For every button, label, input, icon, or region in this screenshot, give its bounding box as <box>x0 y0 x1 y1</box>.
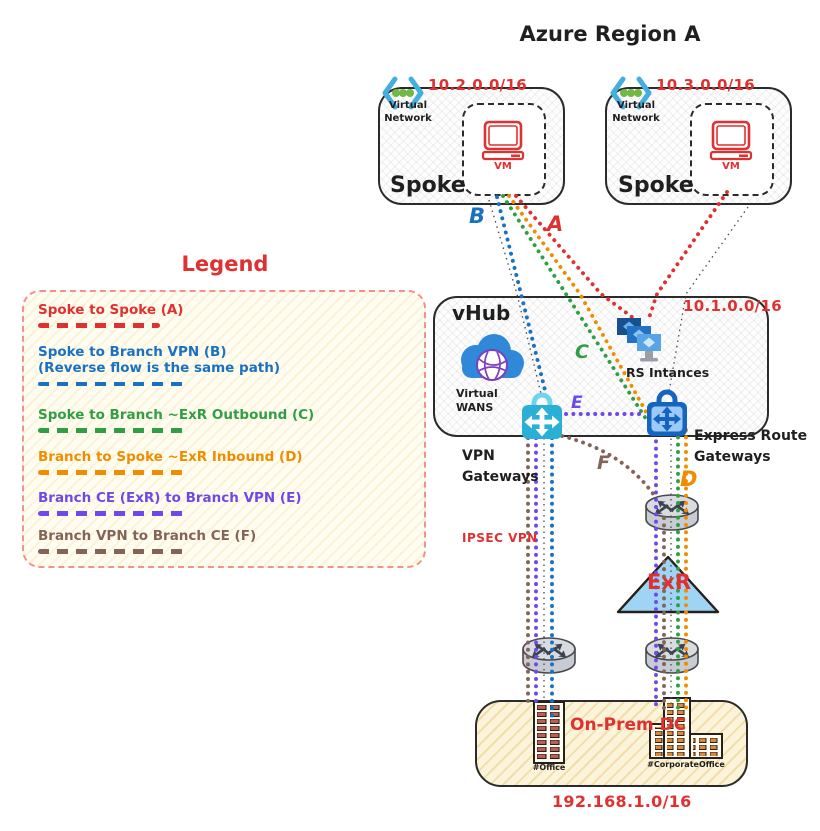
office-label: #Office <box>532 763 566 772</box>
spoke2-vnet-label: Virtual Network <box>612 100 660 124</box>
expressroute-gateways-label: Express Route Gateways <box>694 428 808 465</box>
router-icon-bottom-left <box>520 633 578 679</box>
spoke1-vm-label: VM <box>494 161 512 172</box>
legend-item-c-text: Spoke to Branch ~ExR Outbound (C) <box>38 407 315 423</box>
legend-item-b-dash <box>38 381 184 387</box>
legend-title: Legend <box>181 252 269 276</box>
legend-item-c: Spoke to Branch ~ExR Outbound (C) <box>38 407 414 433</box>
legend-item-b-text2: (Reverse flow is the same path) <box>38 360 281 377</box>
vm-icon-2 <box>706 120 756 162</box>
spoke2-label: Spoke <box>618 173 694 198</box>
vhub-label: vHub <box>452 301 511 325</box>
vm-icon-1 <box>478 120 528 162</box>
expressroute-gateway-icon <box>646 389 688 437</box>
corporate-office-label: #CorporateOffice <box>647 760 725 769</box>
flow-label-d: D <box>680 467 698 491</box>
legend-item-b-text: Spoke to Branch VPN (B) <box>38 344 227 360</box>
office-building-icon <box>532 701 566 765</box>
legend-item-a-text: Spoke to Spoke (A) <box>38 302 184 318</box>
legend-item-a: Spoke to Spoke (A) <box>38 302 414 328</box>
onprem-dc-box <box>475 700 748 787</box>
legend-item-a-dash <box>38 323 160 328</box>
virtual-network-icon-1 <box>381 76 425 110</box>
virtual-network-icon-2 <box>609 76 653 110</box>
virtual-wan-label: Virtual WANS <box>456 387 498 414</box>
vhub-cidr: 10.1.0.0/16 <box>683 297 782 315</box>
legend-item-f: Branch VPN to Branch CE (F) <box>38 528 414 554</box>
flow-label-c: C <box>575 341 589 363</box>
legend-item-d-text: Branch to Spoke ~ExR Inbound (D) <box>38 449 303 465</box>
spoke2-cidr: 10.3.0.0/16 <box>656 76 755 94</box>
exr-triangle-label: ExR <box>646 570 692 594</box>
legend-content: Spoke to Spoke (A) Spoke to Branch VPN (… <box>22 290 426 568</box>
spoke1-cidr: 10.2.0.0/16 <box>428 76 527 94</box>
page-title: Azure Region A <box>519 22 701 46</box>
onprem-dc-label: On-Prem DC <box>570 715 687 735</box>
spoke1-vnet-label: Virtual Network <box>384 100 432 124</box>
legend-item-f-dash <box>38 549 184 554</box>
onprem-cidr: 192.168.1.0/16 <box>552 792 692 811</box>
vpn-gateway-icon <box>521 391 563 441</box>
legend-item-c-dash <box>38 428 184 433</box>
spoke1-label: Spoke <box>390 173 466 198</box>
flow-label-e: E <box>571 393 583 413</box>
virtual-wan-icon <box>452 330 530 388</box>
flow-label-b: B <box>469 204 486 228</box>
legend-item-e-dash <box>38 511 184 516</box>
legend-item-f-text: Branch VPN to Branch CE (F) <box>38 528 257 544</box>
route-server-label: RS Intances <box>626 365 710 380</box>
legend-item-d: Branch to Spoke ~ExR Inbound (D) <box>38 449 414 475</box>
legend-item-b: Spoke to Branch VPN (B) (Reverse flow is… <box>38 344 414 387</box>
ipsec-vpn-label: IPSEC VPN <box>462 531 538 545</box>
legend-item-d-dash <box>38 470 184 475</box>
flow-label-f: F <box>597 452 610 474</box>
router-icon-top <box>643 490 701 536</box>
legend-item-e-text: Branch CE (ExR) to Branch VPN (E) <box>38 490 302 506</box>
router-icon-bottom-right <box>643 633 701 679</box>
legend-item-e: Branch CE (ExR) to Branch VPN (E) <box>38 490 414 516</box>
vpn-gateways-label: VPN Gateways <box>462 448 539 485</box>
exr-circuit-triangle <box>615 554 721 616</box>
legend-box <box>22 290 426 568</box>
flow-label-a: A <box>547 212 564 236</box>
route-server-instances-icon <box>616 316 670 364</box>
spoke2-vm-label: VM <box>722 161 740 172</box>
